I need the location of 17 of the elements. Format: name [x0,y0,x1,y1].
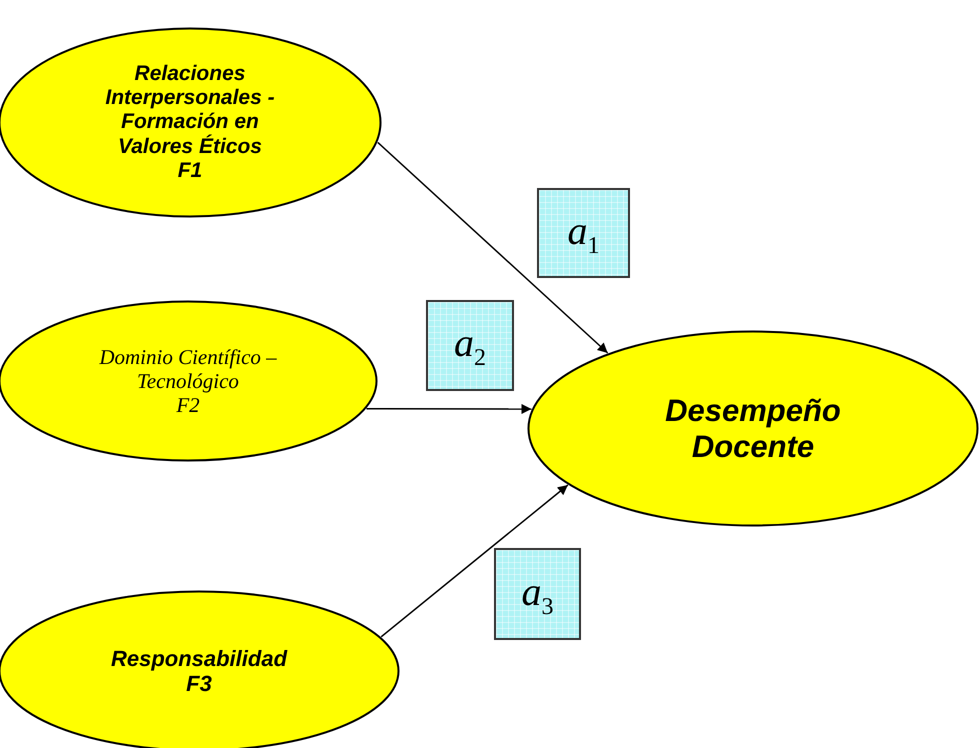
node-label: F3 [186,671,212,696]
arrow [366,404,532,414]
ellipse-node [527,330,979,527]
coefficient-label: a$_{2}$ [454,319,486,372]
arrow [377,142,608,354]
node-label: F1 [178,158,202,183]
coefficient-box [426,300,514,391]
node-label: Dominio Científico – Tecnológico [98,344,278,394]
coefficient-label: a$_{3}$ [522,568,554,620]
node-label: F2 [176,393,200,418]
coefficient-label: a$_{1}$ [568,206,600,260]
coefficient-box [537,188,630,278]
arrow [380,484,568,638]
node-label: Relaciones Interpersonales - Formación en Valores Éticos [104,62,276,159]
coefficient-box [494,548,581,640]
node-label: Responsabilidad [110,646,288,671]
node-label: Desempeño Docente [664,392,842,464]
